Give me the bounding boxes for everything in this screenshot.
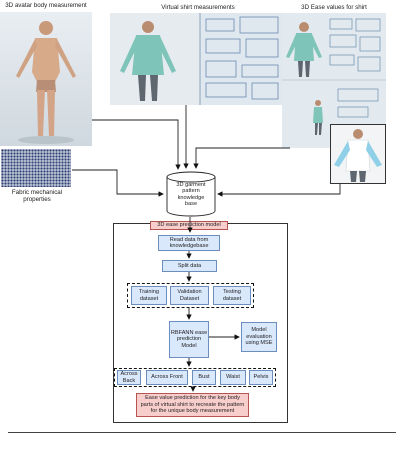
ease-pattern-icon — [282, 18, 386, 135]
dataset-group — [127, 283, 254, 308]
model-evaluation-box: Model evaluation using MSE — [241, 322, 277, 352]
knowledge-base-label: 3D garment pattern knowledge base — [176, 182, 206, 208]
ease-values-caption: 3D Ease values for shirt — [301, 4, 367, 11]
avatar-image — [0, 12, 92, 146]
database-icon — [166, 171, 216, 217]
shirt-pattern-icon — [110, 13, 279, 105]
training-dataset-box: Training dataset — [131, 286, 167, 305]
shirt-closeup-image — [330, 124, 386, 184]
body-part-box: Bust — [192, 370, 216, 385]
avatar-figure-icon — [16, 21, 76, 144]
shirt-closeup-icon — [334, 129, 382, 182]
body-part-box: Across Front — [146, 370, 188, 385]
rbfann-model-box: RBFANN ease prediction Model — [169, 321, 209, 358]
avatar-caption: 3D avatar body measurement — [5, 2, 87, 9]
output-box: Ease value prediction for the key body p… — [136, 393, 249, 417]
testing-dataset-box: Testing dataset — [213, 286, 251, 305]
virtual-shirt-image — [110, 13, 286, 105]
body-part-box: Waist — [220, 370, 246, 385]
body-part-box: Pelvis — [249, 370, 273, 385]
fabric-image — [1, 149, 71, 187]
bottom-divider — [8, 432, 396, 433]
virtual-shirt-caption: Virtual shirt measurements — [161, 4, 235, 11]
read-data-box: Read data from knowledgebase — [158, 235, 220, 251]
body-part-box: Across Back — [117, 370, 141, 385]
validation-dataset-box: Validation Dataset — [170, 286, 209, 305]
fabric-caption: Fabric mechanical properties — [11, 189, 63, 204]
knowledge-base-cylinder: 3D garment pattern knowledge base — [166, 171, 216, 217]
split-data-box: Split data — [162, 260, 217, 272]
